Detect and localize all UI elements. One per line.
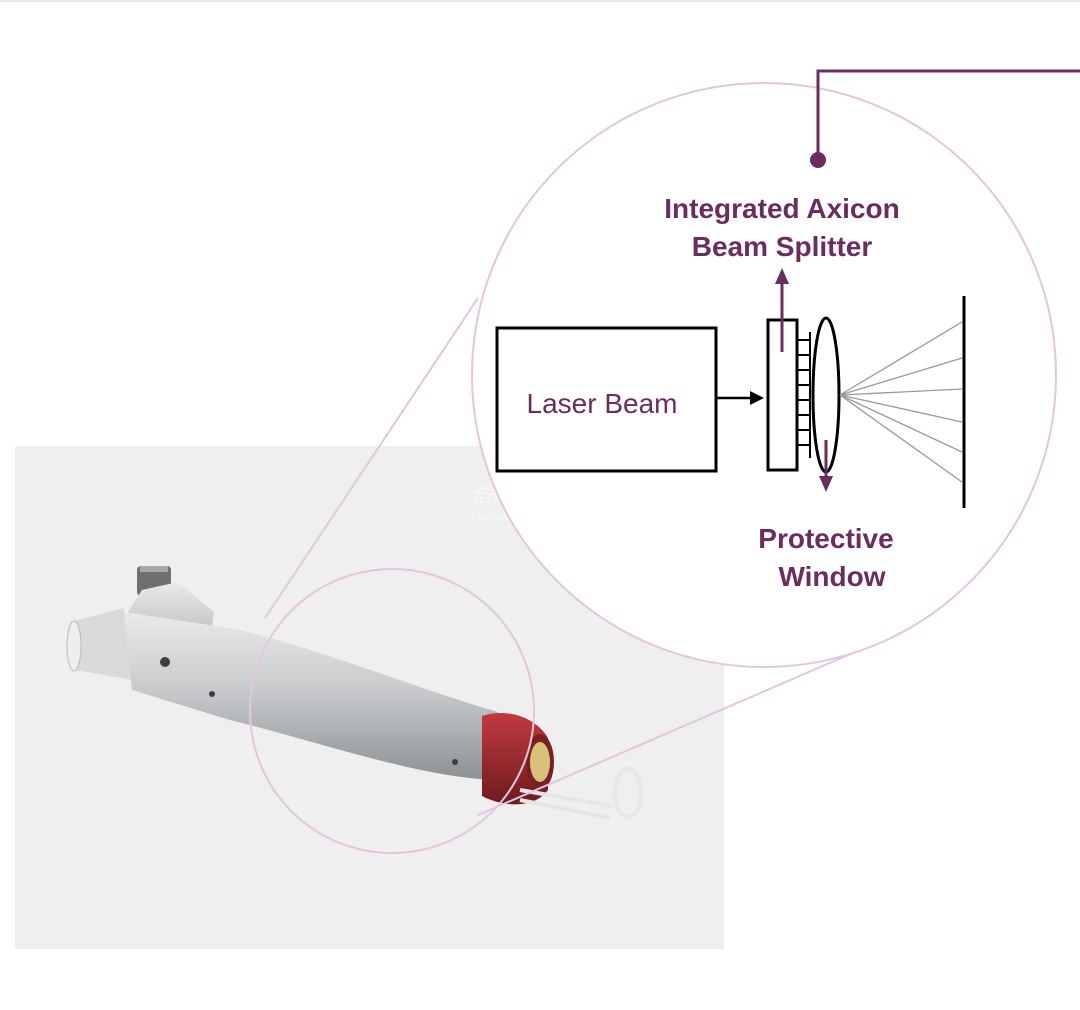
magnifier-callout [249,82,1057,854]
handpiece-rear-cylinder [70,608,132,680]
window-label-line2: Window [778,561,885,592]
laser-beam-label: Laser Beam [527,388,678,419]
diverging-beams [839,321,963,483]
magnifier-connector-top [264,297,479,619]
window-label-line1: Protective [758,523,893,554]
magnifier-large-circle [471,82,1057,668]
splitter-label-line1: Integrated Axicon [664,193,899,224]
laser-handpiece-illustration [66,566,644,820]
splitter-pointer-arrow [775,268,789,352]
leader-line [816,69,1080,160]
laser-beam-box [495,326,718,473]
splitter-label-line2: Beam Splitter [692,231,873,262]
screw-icon [160,657,170,667]
handpiece-lens [530,742,550,782]
window-pointer-arrow [819,440,833,492]
magnifier-small-circle [249,568,535,854]
magnifier-connector-bottom [477,651,856,816]
handpiece-body [124,612,498,780]
beam-arrow [716,391,764,405]
handpiece-spacer-loop [612,766,644,820]
leader-dot [810,152,826,168]
